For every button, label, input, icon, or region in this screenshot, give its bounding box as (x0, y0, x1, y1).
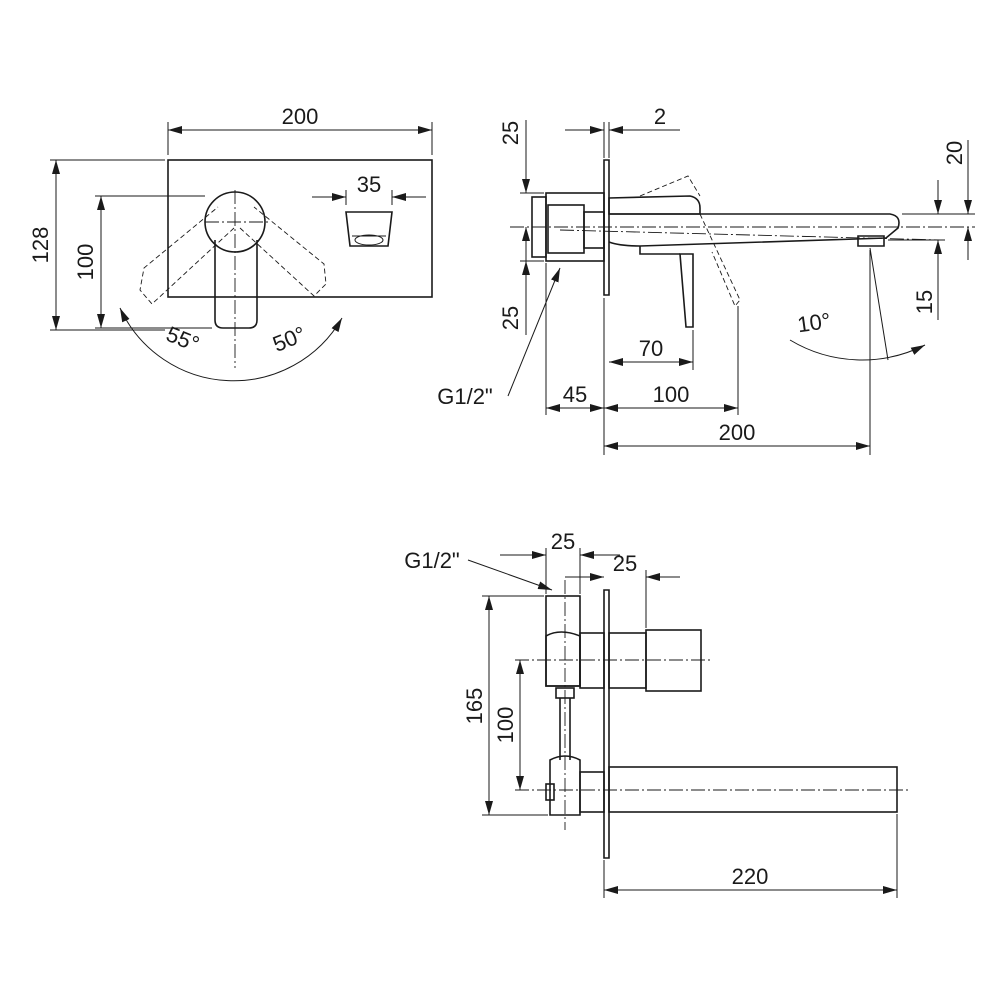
side-thread-label: G1/2" (437, 384, 493, 409)
side-view: 25 2 20 15 25 10° G1/2" 70 (437, 104, 975, 455)
dim-side-top-offset: 25 (498, 121, 523, 145)
front-spout-outlet (345, 211, 393, 247)
top-handle (608, 632, 647, 689)
front-spout-hole (354, 234, 384, 246)
top-wall-plate (603, 589, 610, 859)
dim-side-plate: 2 (654, 104, 666, 129)
dim-side-body-depth: 45 (563, 382, 587, 407)
dim-side-handle-depth: 70 (639, 336, 663, 361)
front-handle-ghost-left (139, 206, 235, 305)
dim-side-spout-drop: 15 (912, 290, 937, 314)
dim-top-right-offset: 25 (613, 551, 637, 576)
dim-front-handle-offset: 100 (73, 244, 98, 281)
side-handle-lever (679, 253, 694, 328)
front-handle-lever (214, 240, 258, 329)
top-spout (608, 766, 898, 813)
angle-front-left: 55° (163, 321, 203, 357)
top-view: G1/2" 25 25 165 100 220 (404, 529, 910, 898)
top-thread-label: G1/2" (404, 548, 460, 573)
dim-front-width: 200 (282, 104, 319, 129)
dim-top-axis-distance: 100 (493, 707, 518, 744)
dim-top-left-offset: 25 (551, 529, 575, 554)
front-wall-plate (167, 159, 433, 298)
side-handle (608, 195, 701, 215)
angle-side: 10° (796, 308, 832, 337)
dim-side-bottom-offset: 25 (498, 306, 523, 330)
dim-front-height: 128 (28, 227, 53, 264)
dim-front-spout-width: 35 (357, 172, 381, 197)
angle-front-right: 50° (269, 321, 309, 357)
front-view: 200 128 100 35 55° 50° (28, 104, 433, 382)
side-spout (608, 213, 900, 247)
dim-side-handle-reach: 100 (653, 382, 690, 407)
front-handle-ghost-right (239, 206, 327, 297)
dim-side-spout-offset: 20 (942, 141, 967, 165)
dim-side-spout-reach: 200 (719, 420, 756, 445)
dim-top-spout-length: 220 (732, 864, 769, 889)
top-valve-body (545, 595, 581, 687)
dim-top-total-height: 165 (462, 688, 487, 725)
